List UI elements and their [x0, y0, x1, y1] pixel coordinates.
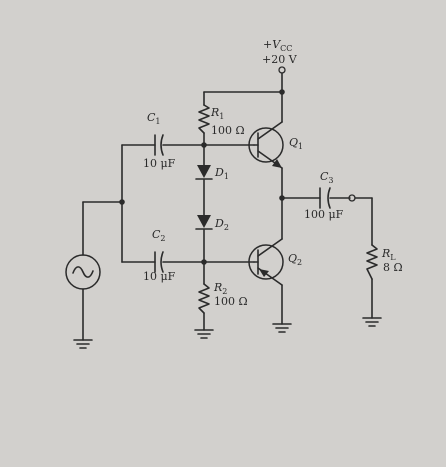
- ground-source-icon: [73, 339, 93, 349]
- svg-text:C1: C1: [147, 111, 161, 126]
- svg-text:RL: RL: [381, 247, 396, 262]
- ground-load-icon: [362, 317, 382, 327]
- resistor-r1: R1 100 Ω: [198, 104, 245, 137]
- diode-d2: D2: [195, 215, 229, 232]
- vcc-value: +20 V: [262, 53, 298, 66]
- svg-text:10 μF: 10 μF: [143, 270, 176, 283]
- wires: [82, 72, 373, 341]
- vcc-terminal: +VCC +20 V: [262, 38, 298, 74]
- svg-text:+VCC: +VCC: [263, 38, 292, 53]
- capacitor-c3: C3 100 μF: [304, 170, 356, 221]
- svg-text:D2: D2: [214, 217, 229, 232]
- svg-text:R1: R1: [210, 106, 224, 121]
- transistor-q2: Q2: [248, 238, 302, 286]
- output-terminal: [348, 194, 356, 202]
- svg-text:Q2: Q2: [288, 252, 302, 267]
- junctions: [119, 89, 285, 265]
- svg-text:C2: C2: [152, 228, 166, 243]
- transistor-q1: Q1: [248, 121, 303, 169]
- ground-q2-icon: [272, 323, 292, 333]
- resistor-r2: R2 100 Ω: [198, 281, 248, 314]
- svg-text:8 Ω: 8 Ω: [383, 261, 403, 274]
- svg-text:R2: R2: [213, 281, 227, 296]
- ground-r2-icon: [194, 329, 214, 339]
- ac-source-icon: [65, 254, 101, 290]
- svg-text:100 μF: 100 μF: [304, 208, 344, 221]
- svg-text:100 Ω: 100 Ω: [211, 124, 245, 137]
- svg-text:D1: D1: [214, 166, 229, 181]
- svg-text:C3: C3: [320, 170, 334, 185]
- capacitor-c2: C2 10 μF: [143, 228, 176, 283]
- resistor-rl: RL 8 Ω: [366, 244, 403, 280]
- svg-text:Q1: Q1: [289, 136, 303, 151]
- diode-d1: D1: [195, 165, 229, 181]
- svg-text:100 Ω: 100 Ω: [214, 295, 248, 308]
- capacitor-c1: C1 10 μF: [143, 111, 176, 170]
- svg-text:10 μF: 10 μF: [143, 157, 176, 170]
